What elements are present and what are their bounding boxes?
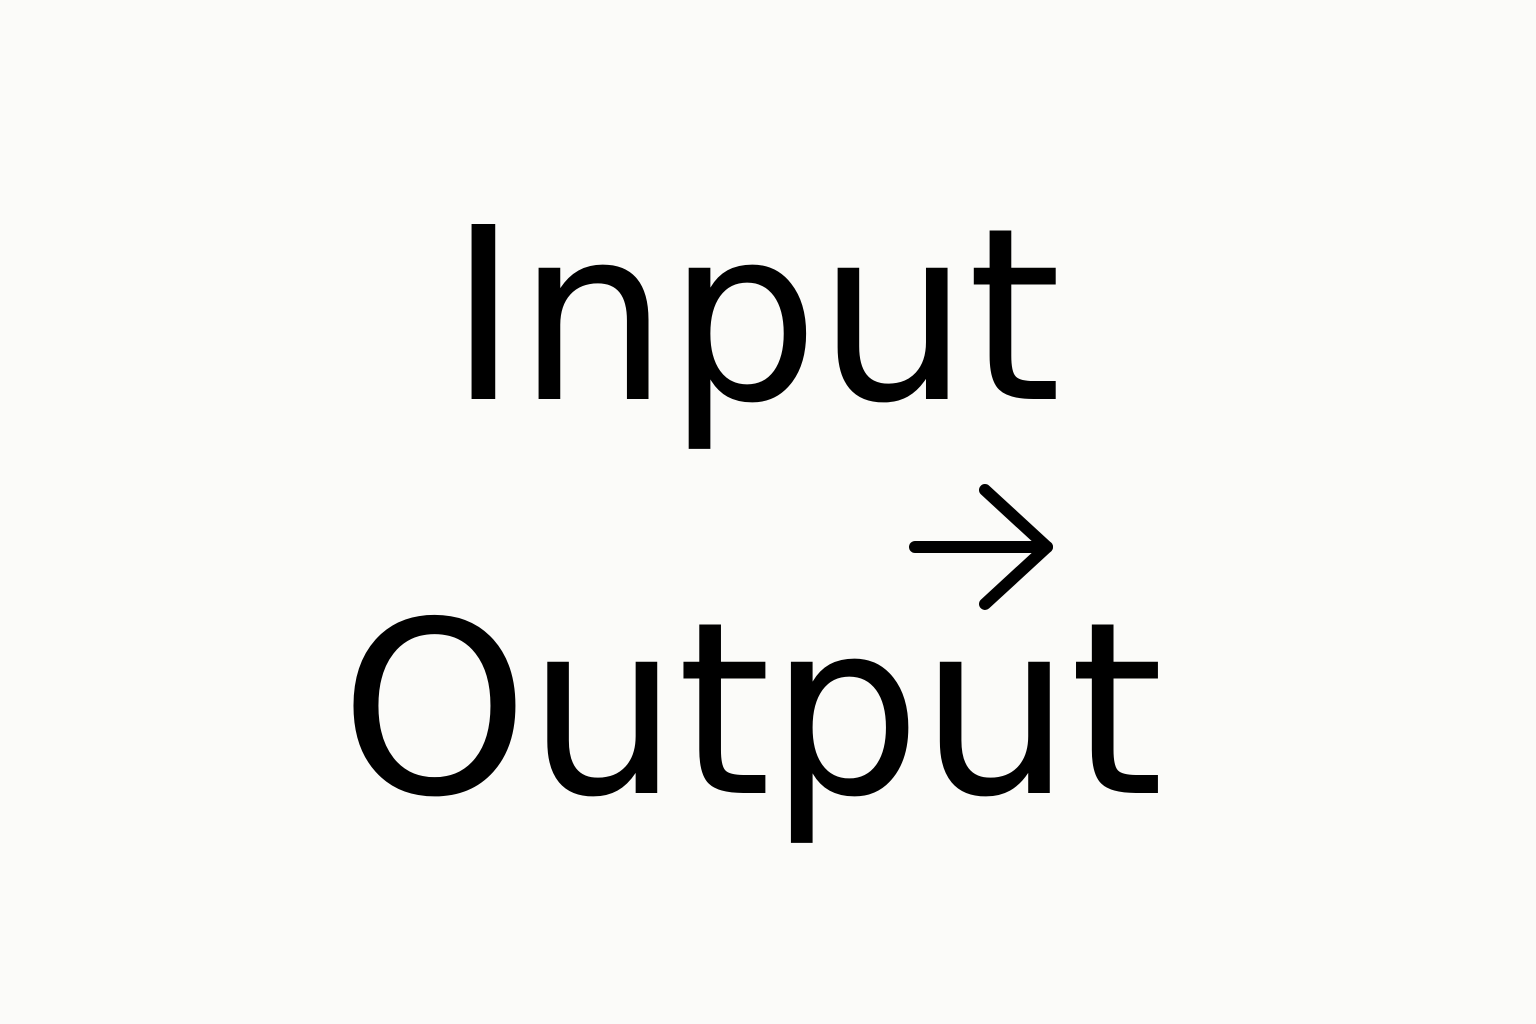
output-label: Output (340, 570, 1164, 850)
input-label: Input (448, 176, 1061, 456)
right-arrow-icon (909, 484, 1053, 610)
